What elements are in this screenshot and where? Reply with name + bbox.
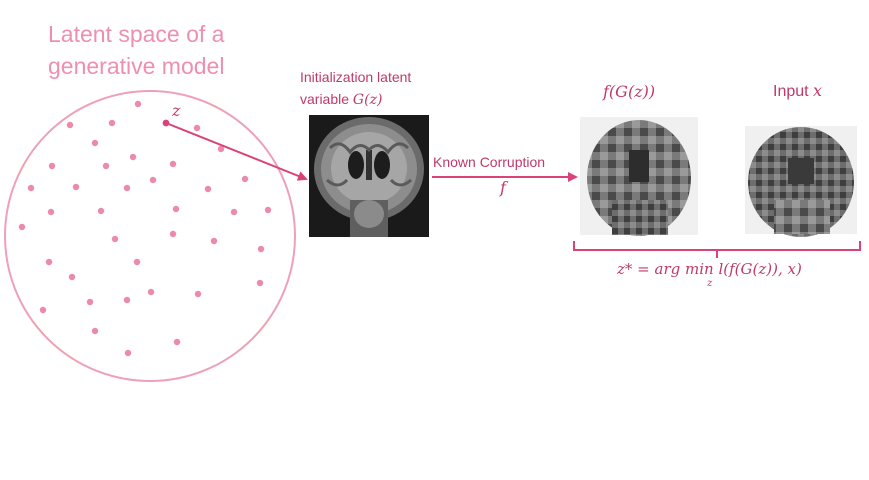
latent-point (230, 208, 238, 216)
latent-point (27, 184, 35, 192)
known-corruption-label: Known Corruption (433, 154, 546, 170)
latent-point (91, 139, 99, 147)
initialization-label: Initialization latent variable G(z) (300, 66, 411, 111)
latent-title-line2: generative model (48, 53, 225, 79)
latent-point (86, 298, 94, 306)
latent-point (18, 223, 26, 231)
latent-point (47, 208, 55, 216)
latent-point (173, 338, 181, 346)
arrow-z-to-generator (165, 122, 308, 181)
latent-point (39, 306, 47, 314)
latent-point (194, 290, 202, 298)
grouping-brace (573, 241, 861, 258)
latent-space-title: Latent space of a generative model (48, 18, 224, 82)
latent-point (193, 124, 201, 132)
latent-point (108, 119, 116, 127)
latent-point (66, 121, 74, 129)
latent-point (133, 258, 141, 266)
input-label: Input x (773, 81, 822, 101)
latent-point (169, 160, 177, 168)
latent-points (18, 100, 272, 357)
latent-point (241, 175, 249, 183)
latent-point (210, 237, 218, 245)
latent-point (169, 230, 177, 238)
latent-point (48, 162, 56, 170)
latent-space-circle (4, 90, 296, 382)
input-label-prefix: Input (773, 83, 814, 100)
latent-point (102, 162, 110, 170)
initialization-line2: variable G(z) (300, 88, 411, 111)
latent-point (123, 184, 131, 192)
latent-point (123, 296, 131, 304)
brain-mri-icon (309, 115, 429, 237)
latent-point (149, 176, 157, 184)
latent-point (172, 205, 180, 213)
latent-point (264, 206, 272, 214)
latent-point (45, 258, 53, 266)
initialization-gz: G(z) (352, 92, 383, 108)
initialization-line2-prefix: variable (300, 91, 353, 107)
latent-point (72, 183, 80, 191)
objective-formula: z* = arg min z l(f(G(z)), x) (617, 260, 802, 289)
latent-point (204, 185, 212, 193)
latent-point (256, 279, 264, 287)
latent-point (124, 349, 132, 357)
objective-lhs: z* = arg min (617, 260, 714, 278)
input-brain-icon (745, 126, 857, 237)
corrupted-output-label: f(G(z)) (603, 82, 656, 101)
latent-point (134, 100, 142, 108)
objective-subscript: z (707, 278, 713, 289)
latent-title-line1: Latent space of a (48, 21, 225, 47)
objective-rhs: l(f(G(z)), x) (718, 260, 802, 278)
corrupted-brain-icon (580, 117, 698, 236)
latent-point (68, 273, 76, 281)
latent-point (97, 207, 105, 215)
latent-point (91, 327, 99, 335)
latent-point (147, 288, 155, 296)
initialization-line1: Initialization latent (300, 69, 412, 85)
input-label-x: x (813, 81, 823, 100)
latent-point (129, 153, 137, 161)
latent-point (217, 145, 225, 153)
z-label: z (172, 101, 181, 120)
latent-point (257, 245, 265, 253)
latent-point (111, 235, 119, 243)
corruption-symbol: f (500, 178, 506, 197)
